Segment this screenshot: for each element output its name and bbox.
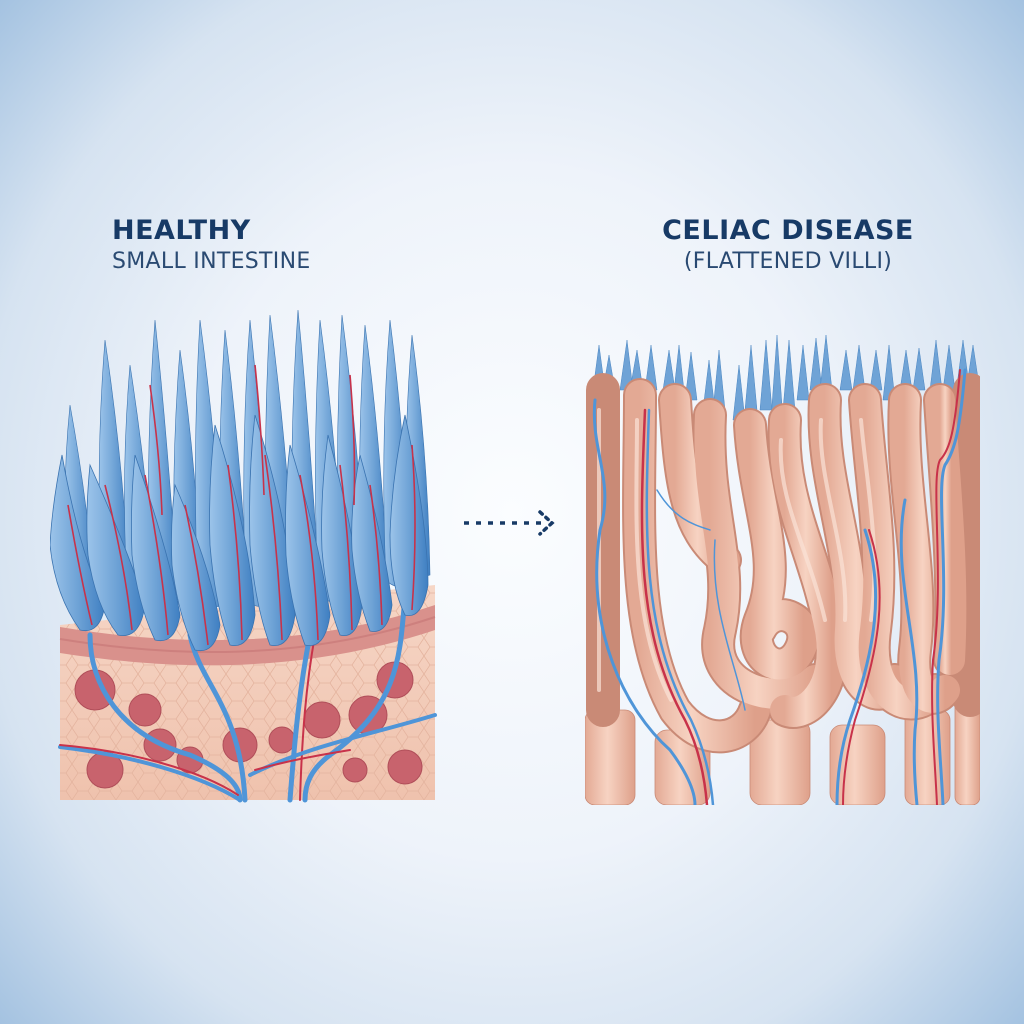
villi-front xyxy=(49,414,429,652)
celiac-intestine-illustration xyxy=(584,330,987,807)
tissue-vessels xyxy=(58,592,437,803)
healthy-title: HEALTHY xyxy=(112,215,251,246)
healthy-villi-diagram xyxy=(49,309,437,803)
celiac-vessels xyxy=(592,368,967,807)
healthy-subtitle: SMALL INTESTINE xyxy=(112,249,311,274)
celiac-title: CELIAC DISEASE xyxy=(662,215,914,246)
celiac-label: CELIAC DISEASE (FLATTENED VILLI) xyxy=(648,215,928,277)
villi-capillaries xyxy=(67,364,416,646)
healthy-intestine-illustration xyxy=(49,305,440,805)
dotted-arrow-right-icon xyxy=(462,508,562,538)
healthy-label: HEALTHY SMALL INTESTINE xyxy=(112,215,311,277)
celiac-villi-diagram xyxy=(584,334,987,807)
celiac-subtitle: (FLATTENED VILLI) xyxy=(683,249,893,274)
fused-villi xyxy=(586,373,987,754)
